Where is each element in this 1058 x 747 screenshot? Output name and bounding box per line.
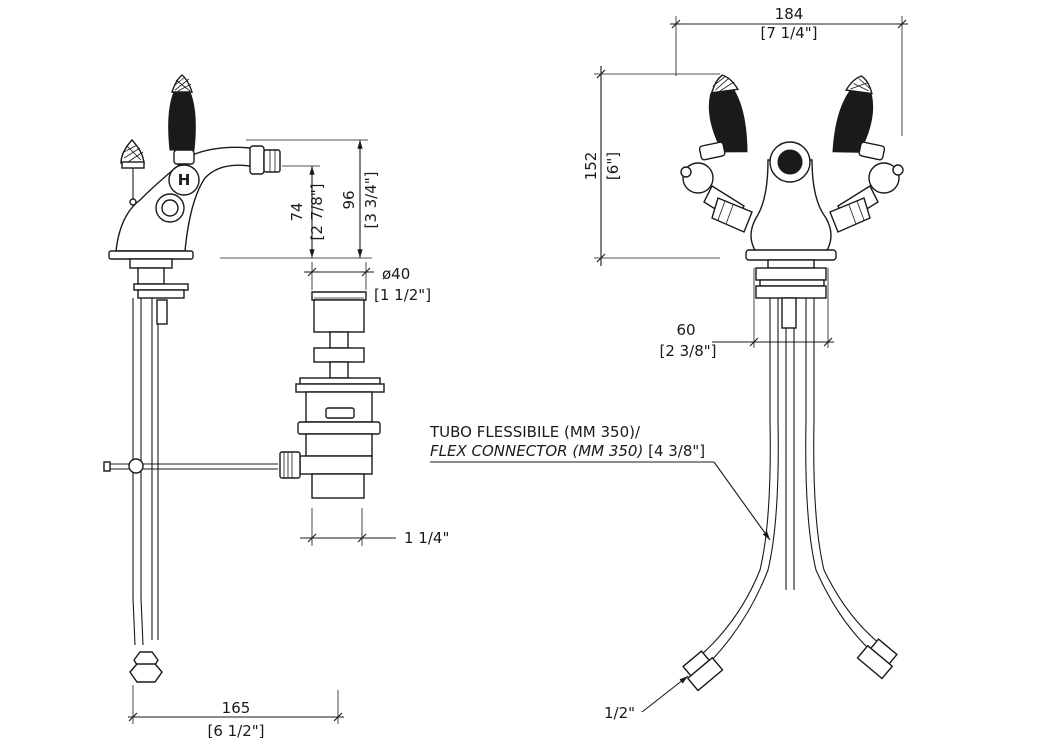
dim-152: 152 [6"] [582,66,720,266]
half-inch-callout: 1/2" [604,675,689,722]
dim-96-label: 96 [340,190,358,209]
flex-callout: TUBO FLESSIBILE (MM 350)/ FLEX CONNECTOR… [429,423,771,541]
side-fittings [103,258,278,683]
dim-184: 184 [7 1/4"] [670,5,908,136]
dim-165-label: 165 [222,699,251,717]
dim-96-inch-label: [3 3/4"] [362,171,380,228]
dim-74-label: 74 [288,202,306,221]
dim-40-inch-label: [1 1/2"] [374,286,431,304]
dim-152-inch-label: [6"] [604,152,622,180]
right-handle [829,75,904,233]
dim-184-inch-label: [7 1/4"] [760,24,817,42]
front-body [745,141,837,261]
faucet-body: H [108,74,281,260]
front-view: 184 [7 1/4"] 152 [6"] 60 [2 3/8"] TUBO F… [429,5,908,722]
dim-74-inch-label: [2 7/8"] [308,183,326,240]
left-handle [680,74,753,233]
dim-165: 165 [6 1/2"] [128,685,344,740]
dim-1-1-4-label: 1 1/4" [404,529,449,547]
dim-165-inch-label: [6 1/2"] [207,722,264,740]
tubo-label: TUBO FLESSIBILE (MM 350)/ [429,423,641,441]
dim-half-inch-label: 1/2" [604,704,635,722]
dim-1-1-4: 1 1/4" [300,508,449,547]
small-knob [120,138,145,206]
dim-60: 60 [2 3/8"] [659,268,834,360]
dim-60-inch-label: [2 3/8"] [659,342,716,360]
dim-60-label: 60 [676,321,695,339]
dim-152-label: 152 [582,152,600,181]
dim-74-96: 74 [2 7/8"] 96 [3 3/4"] [220,139,380,259]
dim-40-label: ø40 [382,265,410,283]
drain-assembly [279,291,385,499]
dim-40: ø40 [1 1/2"] [304,262,431,304]
dim-184-label: 184 [775,5,804,23]
flex-label: FLEX CONNECTOR (MM 350) [4 3/8"] [430,442,705,460]
side-view: H [103,74,449,740]
hot-mark: H [178,171,191,189]
front-fittings [682,259,898,692]
